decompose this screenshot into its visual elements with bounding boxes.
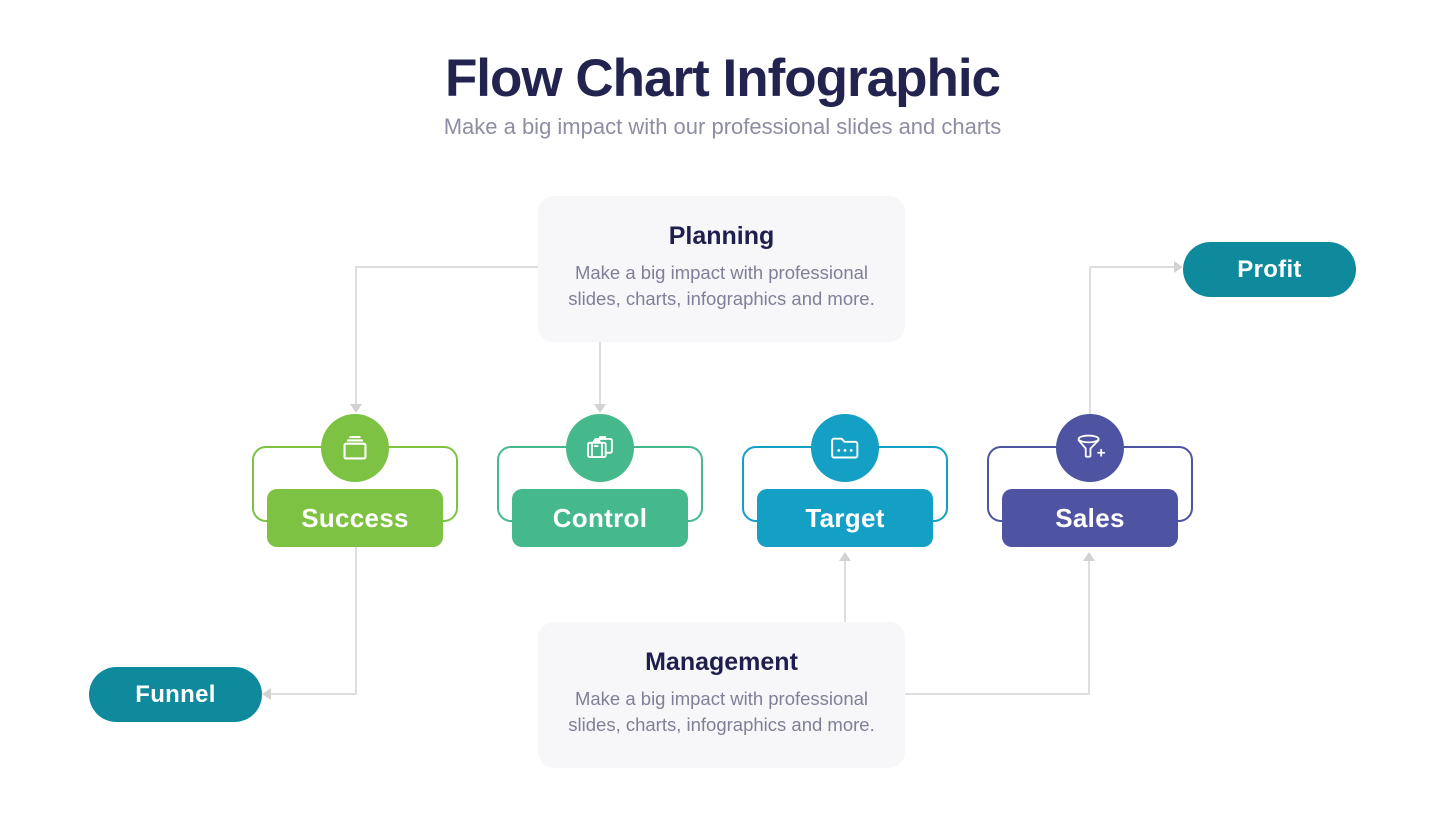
connector-planning-success-h: [356, 266, 538, 268]
control-label: Control: [512, 489, 688, 547]
connector-planning-success-v: [355, 266, 357, 406]
node-control: Control: [497, 414, 703, 548]
funnel-plus-icon: [1077, 434, 1106, 458]
success-label: Success: [267, 489, 443, 547]
connector-success-funnel-h: [271, 693, 356, 695]
sales-label: Sales: [1002, 489, 1178, 547]
arrowhead-right-profit: [1174, 261, 1183, 273]
planning-card-description: Make a big impact with professional slid…: [568, 262, 875, 309]
profit-pill-label: Profit: [1237, 255, 1302, 283]
planning-card: Planning Make a big impact with professi…: [538, 196, 905, 342]
page-title: Flow Chart Infographic: [444, 49, 1001, 108]
arrowhead-down-success: [350, 404, 362, 413]
funnel-pill: Funnel: [89, 667, 262, 722]
node-target: Target: [742, 414, 948, 548]
luggage-icon: [587, 436, 613, 458]
node-sales: Sales: [987, 414, 1193, 548]
connector-success-funnel-v: [355, 547, 357, 695]
target-icon-badge: [811, 414, 879, 482]
connector-planning-control-v: [599, 342, 601, 404]
target-label: Target: [757, 489, 933, 547]
control-icon-badge: [566, 414, 634, 482]
arrowhead-up-target: [839, 552, 851, 561]
management-card: Management Make a big impact with profes…: [538, 622, 905, 768]
arrowhead-left-funnel: [262, 688, 271, 700]
connector-sales-profit-v: [1089, 267, 1091, 414]
node-success: Success: [252, 414, 458, 548]
folder-dots-icon: [831, 437, 859, 459]
connector-management-sales-h: [905, 693, 1090, 695]
slides-stack-icon: [343, 436, 367, 460]
connector-sales-profit-h: [1089, 266, 1175, 268]
management-card-description: Make a big impact with professional slid…: [568, 688, 875, 735]
connector-management-target-v: [844, 560, 846, 622]
management-card-title: Management: [645, 648, 798, 676]
arrowhead-up-sales: [1083, 552, 1095, 561]
funnel-pill-label: Funnel: [135, 680, 216, 708]
profit-pill: Profit: [1183, 242, 1356, 297]
success-icon-badge: [321, 414, 389, 482]
planning-card-title: Planning: [668, 222, 775, 250]
arrowhead-down-control: [594, 404, 606, 413]
connector-management-sales-v: [1088, 560, 1090, 695]
sales-icon-badge: [1056, 414, 1124, 482]
page-subtitle: Make a big impact with our professional …: [443, 114, 1002, 139]
